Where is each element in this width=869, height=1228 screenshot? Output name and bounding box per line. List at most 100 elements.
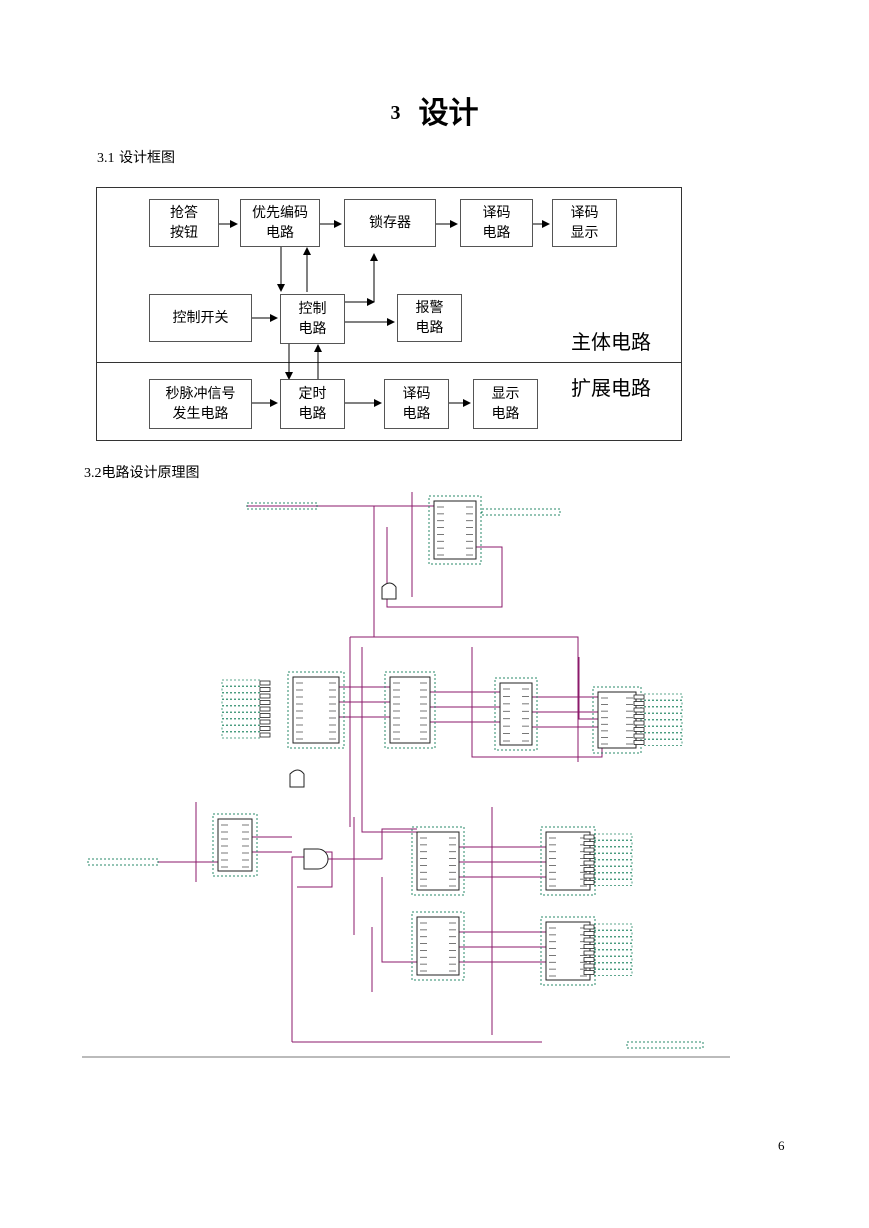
box-line: 译码	[570, 205, 599, 221]
section-number: 3.2	[84, 466, 102, 481]
ic-chip	[212, 813, 258, 877]
ic-chip	[287, 671, 345, 749]
circuit-schematic	[82, 492, 730, 1058]
block-diagram: 抢答 按钮 优先编码 电路 锁存器 译码 电路 译码 显示 控制开关 控制 电路…	[96, 187, 682, 441]
priority-encoder-box: 优先编码 电路	[240, 199, 320, 247]
section-number: 3.1	[97, 151, 115, 166]
or-gate	[381, 582, 397, 600]
output-pin-top	[481, 508, 561, 516]
io-pin	[633, 719, 683, 727]
box-line: 优先编码	[252, 205, 308, 221]
display-box: 显示 电路	[473, 379, 538, 429]
decoder-box: 译码 电路	[460, 199, 533, 247]
io-pin	[583, 859, 633, 867]
box-line: 电路	[266, 225, 294, 241]
section-heading-3-2: 3.2电路设计原理图	[84, 462, 200, 482]
io-pin	[583, 969, 633, 976]
io-pin	[583, 846, 633, 854]
io-pin	[583, 956, 633, 963]
box-line: 秒脉冲信号	[165, 386, 236, 402]
ic-chip	[592, 686, 642, 754]
io-pin	[583, 943, 633, 950]
ic-chip	[428, 495, 482, 565]
io-pin	[583, 866, 633, 873]
io-pin	[221, 712, 271, 719]
chapter-title: 3 设计	[0, 88, 869, 132]
box-line: 电路	[298, 406, 327, 422]
io-pin	[583, 872, 633, 880]
io-pin	[633, 732, 683, 740]
box-line: 显示	[491, 386, 520, 402]
ic-chip	[411, 826, 465, 896]
main-circuit-label: 主体电路	[571, 330, 651, 354]
io-pin	[583, 923, 633, 931]
box-line: 控制开关	[172, 310, 229, 326]
extension-circuit-label: 扩展电路	[571, 376, 651, 400]
box-line: 按钮	[170, 225, 198, 241]
ic-chip	[540, 916, 596, 986]
io-pin	[221, 692, 271, 700]
pulse-generator-box: 秒脉冲信号 发生电路	[149, 379, 252, 429]
box-line: 译码	[482, 205, 511, 221]
and-gate	[303, 848, 329, 870]
control-switch-box: 控制开关	[149, 294, 252, 342]
ic-chip	[384, 671, 436, 749]
rush-button-box: 抢答 按钮	[149, 199, 219, 247]
block-diagram-arrows	[219, 220, 550, 407]
box-line: 报警	[415, 300, 444, 316]
io-pin	[633, 693, 683, 701]
ic-chip	[411, 911, 465, 981]
io-pin	[583, 962, 633, 970]
io-pin	[221, 699, 271, 706]
io-pin	[633, 739, 683, 746]
box-line: 电路	[415, 320, 444, 336]
ic-chip	[540, 826, 596, 896]
timer-box: 定时 电路	[280, 379, 345, 429]
input-pin-left	[87, 858, 159, 866]
alarm-box: 报警 电路	[397, 294, 462, 342]
box-line: 发生电路	[172, 406, 229, 422]
region-divider	[97, 362, 681, 363]
chapter-title-text: 设计	[418, 96, 479, 131]
box-line: 电路	[298, 321, 327, 337]
io-pin	[633, 726, 683, 733]
section-title: 设计框图	[118, 150, 175, 166]
section-heading-3-1: 3.1 设计框图	[97, 147, 175, 167]
box-line: 定时	[298, 386, 327, 402]
io-pin	[583, 936, 633, 944]
decode-display-box: 译码 显示	[552, 199, 617, 247]
io-pin	[221, 705, 271, 713]
io-pin	[583, 853, 633, 860]
io-pin	[583, 840, 633, 847]
io-pin	[221, 731, 271, 739]
box-line: 控制	[298, 301, 327, 317]
io-pin	[633, 713, 683, 720]
output-pin-bottom	[626, 1041, 704, 1049]
page-number: 6	[778, 1138, 785, 1153]
io-pin	[583, 833, 633, 841]
io-pin	[583, 879, 633, 886]
io-pin	[633, 706, 683, 714]
box-line: 显示	[570, 225, 599, 241]
box-line: 电路	[482, 225, 511, 241]
io-pin	[221, 718, 271, 726]
section-title: 电路设计原理图	[101, 465, 200, 481]
box-line: 电路	[402, 406, 431, 422]
ic-chip	[494, 677, 538, 751]
io-pin	[221, 686, 271, 693]
box-line: 译码	[402, 386, 431, 402]
control-circuit-box: 控制 电路	[280, 294, 345, 344]
io-pin	[633, 700, 683, 707]
io-pin	[583, 930, 633, 937]
box-line: 抢答	[170, 205, 198, 221]
io-pin	[221, 679, 271, 687]
box-line: 锁存器	[369, 215, 411, 231]
box-line: 电路	[491, 406, 520, 422]
input-pin-top	[246, 502, 318, 510]
nand-gate	[289, 769, 305, 788]
io-pin	[583, 949, 633, 957]
chapter-number: 3	[390, 102, 401, 124]
io-pin	[221, 725, 271, 732]
latch-box: 锁存器	[344, 199, 436, 247]
decoder2-box: 译码 电路	[384, 379, 449, 429]
